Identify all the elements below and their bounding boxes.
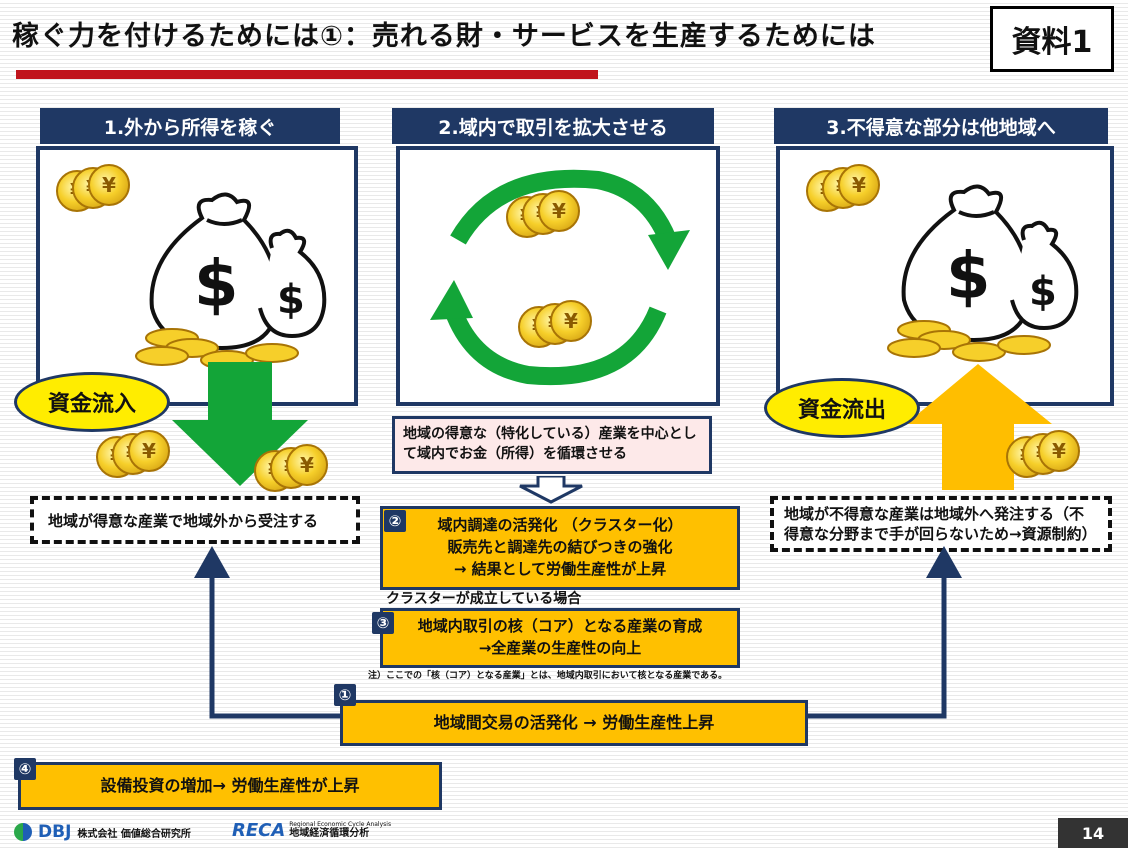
svg-text:$: $: [946, 240, 991, 314]
number-badge-3: ③: [372, 612, 394, 634]
measure-box-2: 域内調達の活発化 （クラスター化） 販売先と調達先の結びつきの強化 → 結果とし…: [380, 506, 740, 590]
dbj-company: 株式会社 価値総合研究所: [77, 828, 191, 840]
dbj-logo-text: DBJ: [38, 822, 72, 842]
reca-subtitle: Regional Economic Cycle Analysis: [289, 820, 392, 828]
cluster-caption: クラスターが成立している場合: [386, 591, 582, 607]
title-underline: [16, 70, 598, 79]
right-description-box: 地域が不得意な産業は地域外へ発注する（不得意な分野まで手が回らないため→資源制約…: [770, 496, 1112, 552]
circulation-arrows-icon: [430, 169, 690, 386]
column-header-1: 1.外から所得を稼ぐ: [40, 108, 340, 144]
footnote: 注）ここでの「核（コア）となる産業」とは、地域内取引において核となる産業である。: [368, 671, 728, 681]
measure-3-line2: →全産業の生産性の向上: [478, 639, 642, 657]
dbj-logo-icon: [14, 823, 32, 841]
column-header-3: 3.不得意な部分は他地域へ: [774, 108, 1108, 144]
outflow-label: 資金流出: [764, 378, 920, 438]
reca-jp: 地域経済循環分析: [289, 828, 370, 840]
svg-text:$: $: [1029, 269, 1057, 315]
inflow-arrow-icon: [172, 362, 308, 486]
outflow-arrow-icon: [906, 364, 1052, 490]
number-badge-4: ④: [14, 758, 36, 780]
measure-box-3: 地域内取引の核（コア）となる産業の育成 →全産業の生産性の向上: [380, 608, 740, 668]
column-header-2: 2.域内で取引を拡大させる: [392, 108, 714, 144]
measure-4-text: 設備投資の増加→ 労働生産性が上昇: [100, 776, 360, 796]
measure-2-line3: → 結果として労働生産性が上昇: [453, 559, 667, 578]
inflow-label: 資金流入: [14, 372, 170, 432]
page-title: 稼ぐ力を付けるためには①：売れる財・サービスを生産するためには: [12, 21, 876, 52]
measure-2-line1: 域内調達の活発化 （クラスター化）: [437, 516, 683, 535]
panel-income-from-outside: ¥ ¥ ¥ $ $: [36, 146, 358, 406]
center-description-box: 地域の得意な（特化している）産業を中心として域内でお金（所得）を循環させる: [392, 416, 712, 474]
panel-circulation: ¥ ¥ ¥ ¥ ¥ ¥: [396, 146, 720, 406]
footer-dbj: DBJ 株式会社 価値総合研究所: [14, 822, 191, 842]
measure-3-line1: 地域内取引の核（コア）となる産業の育成: [417, 617, 703, 636]
svg-text:$: $: [194, 248, 239, 322]
number-badge-1: ①: [334, 684, 356, 706]
money-bag-icon: $ $: [887, 184, 1079, 362]
measure-box-4: 設備投資の増加→ 労働生産性が上昇: [18, 762, 442, 810]
number-badge-2: ②: [384, 510, 406, 532]
reca-logo-text: RECA: [232, 820, 286, 841]
measure-2-line2: 販売先と調達先の結びつきの強化: [447, 538, 673, 557]
left-description-box: 地域が得意な産業で地域外から受注する: [30, 496, 360, 544]
page-number: 14: [1058, 818, 1128, 848]
panel-outsourcing: ¥ ¥ ¥ $ $: [776, 146, 1114, 406]
measure-box-1: 地域間交易の活発化 → 労働生産性上昇: [340, 700, 808, 746]
svg-text:$: $: [277, 277, 305, 323]
down-arrow-icon: [519, 476, 583, 504]
footer-reca: RECA Regional Economic Cycle Analysis 地域…: [232, 820, 391, 841]
document-tag: 資料1: [990, 6, 1114, 72]
measure-1-text: 地域間交易の活発化 → 労働生産性上昇: [433, 713, 715, 733]
money-bag-icon: $ $: [135, 192, 327, 370]
